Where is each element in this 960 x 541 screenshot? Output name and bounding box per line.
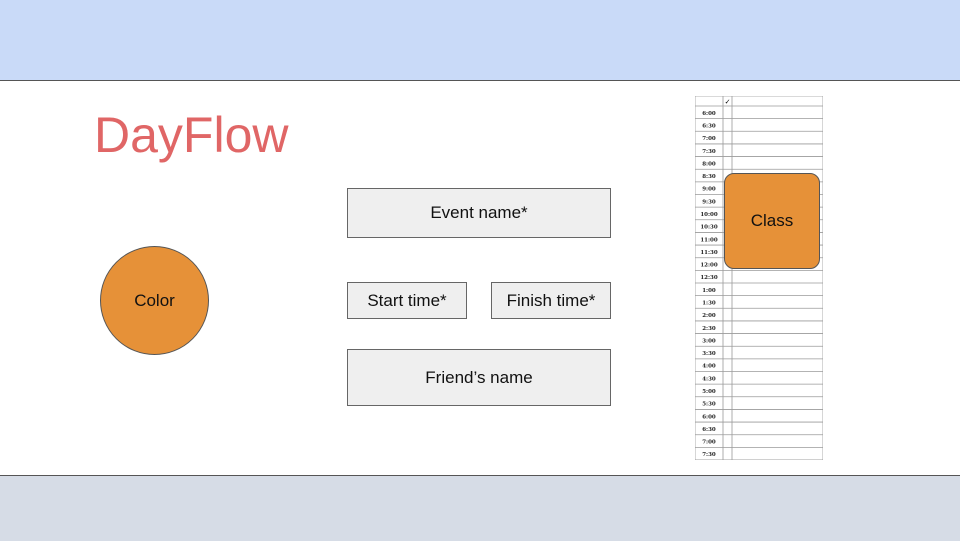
start-time-field[interactable]: Start time* bbox=[347, 282, 467, 319]
time-slot-label: 11:00 bbox=[700, 237, 718, 243]
finish-time-placeholder: Finish time* bbox=[506, 290, 596, 310]
color-picker-button[interactable]: Color bbox=[100, 246, 209, 355]
schedule-grid: ✓ 6:00 6:30 7:00 7:30 8:00 8:30 9:00 9:30 10:00 10… bbox=[695, 96, 823, 460]
schedule-grid-svg: ✓ 6:00 6:30 7:00 7:30 8:00 8:30 9:00 9:30 10:00 10… bbox=[695, 96, 823, 460]
app-title: DayFlow bbox=[94, 107, 289, 163]
time-slot-label: 6:00 bbox=[702, 414, 716, 420]
finish-time-field[interactable]: Finish time* bbox=[491, 282, 611, 319]
event-name-placeholder: Event name* bbox=[430, 203, 528, 222]
time-slot-label: 6:30 bbox=[702, 427, 716, 433]
time-slot-label: 8:00 bbox=[702, 161, 716, 167]
time-slot-label: 1:30 bbox=[702, 300, 716, 306]
time-slot-label: 7:30 bbox=[702, 149, 716, 155]
grid-header-check: ✓ bbox=[725, 98, 731, 106]
time-slot-label: 8:30 bbox=[702, 174, 716, 180]
time-slot-label: 7:30 bbox=[702, 452, 716, 458]
time-slot-label: 9:00 bbox=[702, 187, 716, 193]
time-slot-label: 9:30 bbox=[702, 199, 716, 205]
time-slot-label: 6:30 bbox=[702, 123, 716, 129]
friend-name-placeholder: Friend’s name bbox=[425, 367, 533, 387]
time-slot-label: 2:00 bbox=[702, 313, 716, 319]
time-slot-label: 12:30 bbox=[700, 275, 718, 281]
time-slot-label: 12:00 bbox=[700, 263, 718, 269]
time-slot-label: 4:00 bbox=[702, 364, 716, 370]
time-slot-label: 3:30 bbox=[702, 351, 716, 357]
event-name-field[interactable]: Event name* bbox=[347, 188, 611, 238]
class-event-block[interactable]: Class bbox=[724, 173, 820, 269]
time-slot-label: 3:00 bbox=[702, 338, 716, 344]
time-slot-label: 6:00 bbox=[702, 111, 716, 117]
time-slot-label: 5:30 bbox=[702, 402, 716, 408]
time-slot-label: 7:00 bbox=[702, 136, 716, 142]
time-slot-label: 4:30 bbox=[702, 376, 716, 382]
time-slot-label: 10:30 bbox=[700, 225, 718, 231]
time-slot-label: 5:00 bbox=[702, 389, 716, 395]
start-time-placeholder: Start time* bbox=[367, 290, 447, 310]
friend-name-field[interactable]: Friend’s name bbox=[347, 349, 611, 406]
header-band bbox=[0, 0, 960, 81]
time-slot-label: 1:00 bbox=[702, 288, 716, 294]
class-event-label: Class bbox=[750, 211, 794, 230]
time-slot-label: 10:00 bbox=[700, 212, 718, 218]
color-picker-label: Color bbox=[134, 290, 175, 310]
time-slot-label: 11:30 bbox=[700, 250, 718, 256]
footer-band bbox=[0, 475, 960, 541]
time-slot-label: 7:00 bbox=[702, 440, 716, 446]
time-slot-label: 2:30 bbox=[702, 326, 716, 332]
